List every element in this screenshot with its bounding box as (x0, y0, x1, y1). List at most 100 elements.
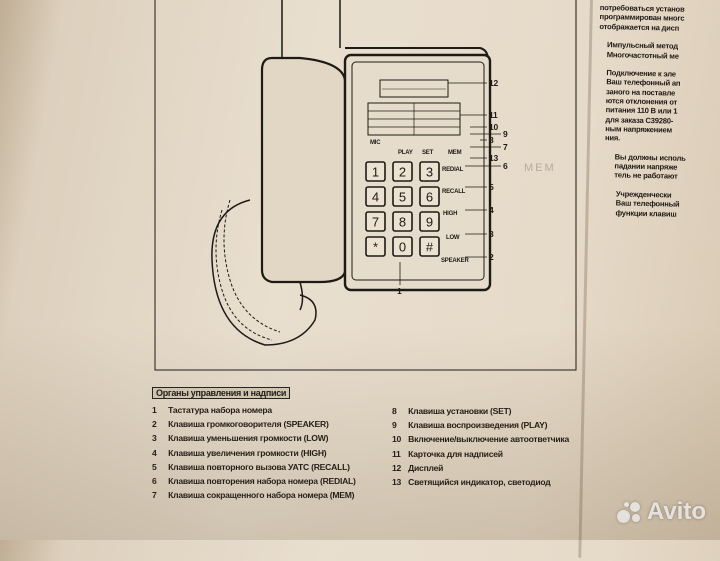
key-1 (365, 161, 386, 182)
key-label: 6 (426, 190, 433, 205)
key-label: 9 (426, 215, 433, 230)
key-label: 0 (399, 240, 406, 255)
callout-10: 10 (489, 122, 499, 132)
legend-item: 3 Клавиша уменьшения громкости (LOW) (152, 433, 328, 443)
legend-number: 2 (152, 419, 157, 430)
key-label: # (426, 240, 434, 255)
callout-4: 4 (489, 205, 494, 215)
legend-item: 13 Светящийся индикатор, светодиод (392, 477, 551, 487)
button-label-redial: REDIAL (442, 167, 464, 173)
legend-item: 1 Тастатура набора номера (152, 405, 272, 415)
right-page-line: Многочастотный ме (606, 49, 679, 61)
legend-title: Органы управления и надписи (152, 387, 291, 399)
legend-text: Карточка для надписей (408, 448, 503, 459)
button-label-speaker: SPEAKER (441, 258, 469, 264)
legend-number: 13 (392, 477, 402, 487)
curly-cord (211, 199, 317, 346)
legend-text: Клавиша увеличения громкости (HIGH) (168, 447, 327, 458)
legend-number: 5 (152, 461, 157, 472)
key-6 (419, 186, 440, 207)
key-label: 5 (399, 190, 406, 205)
callout-8: 8 (489, 135, 494, 145)
handset (260, 56, 347, 284)
key-label: 2 (399, 165, 406, 180)
button-label-play: PLAY (398, 150, 413, 156)
callout-5: 5 (489, 182, 494, 192)
legend-item: 2 Клавиша громкоговорителя (SPEAKER) (152, 419, 329, 429)
key-5 (392, 186, 413, 207)
legend-number: 8 (392, 406, 397, 416)
avito-watermark: Avito (616, 498, 706, 526)
legend-text: Клавиша громкоговорителя (SPEAKER) (168, 419, 329, 430)
legend-text: Дисплей (408, 462, 444, 473)
callout-6: 6 (503, 161, 508, 171)
legend-text: Светящийся индикатор, светодиод (408, 477, 551, 487)
key-label: 1 (372, 165, 379, 180)
legend-number: 10 (392, 434, 402, 445)
diagram-frame (154, 0, 577, 371)
key-# (419, 236, 440, 257)
button-label-mic: MIC (370, 140, 381, 146)
legend-item: 6 Клавиша повторения набора номера (REDI… (152, 476, 356, 486)
key-label: 3 (426, 165, 433, 180)
legend-number: 4 (152, 447, 157, 458)
key-4 (365, 186, 386, 207)
legend-text: Включение/выключение автоответчика (408, 434, 569, 445)
legend-number: 9 (392, 420, 397, 431)
key-0 (392, 236, 413, 257)
display (379, 79, 449, 98)
key-label: 7 (372, 215, 379, 230)
right-page-line: ния. (604, 133, 621, 143)
legend-number: 6 (152, 476, 157, 486)
avito-logo-icon (616, 500, 643, 524)
callout-9: 9 (503, 129, 508, 139)
legend-number: 12 (392, 462, 402, 473)
key-label: * (373, 240, 378, 255)
legend-item: 7 Клавиша сокращенного набора номера (ME… (152, 490, 355, 501)
legend-text: Клавиша повторного вызова УАТС (RECALL) (168, 461, 350, 472)
key-* (365, 236, 386, 257)
key-7 (365, 211, 386, 232)
legend-item: 8 Клавиша установки (SET) (392, 406, 512, 416)
key-3 (419, 161, 440, 182)
handwritten-note: MEM (524, 162, 556, 174)
legend-text: Клавиша повторения набора номера (REDIAL… (168, 476, 356, 486)
button-label-low: LOW (446, 235, 460, 241)
button-label-mem: MEM (448, 150, 462, 156)
avito-brand: Avito (646, 498, 706, 525)
legend-text: Клавиша уменьшения громкости (LOW) (168, 433, 329, 444)
legend-item: 12 Дисплей (392, 463, 443, 473)
key-label: 4 (372, 190, 379, 205)
legend-number: 1 (152, 405, 157, 415)
callout-7: 7 (503, 142, 508, 152)
right-page-line: отображается на дисп (599, 21, 680, 33)
legend-text: Клавиша установки (SET) (408, 406, 512, 416)
legend-number: 11 (392, 448, 401, 459)
key-8 (392, 211, 413, 232)
legend-item: 10 Включение/выключение автоответчика (392, 434, 569, 444)
right-page-line: функции клавиш (615, 207, 677, 219)
legend-number: 7 (152, 490, 157, 501)
key-label: 8 (399, 215, 406, 230)
legend-item: 5 Клавиша повторного вызова УАТС (RECALL… (152, 462, 350, 472)
key-9 (419, 211, 440, 232)
legend-item: 9 Клавиша воспроизведения (PLAY) (392, 420, 548, 431)
button-label-recall: RECALL (442, 189, 466, 195)
legend-number: 3 (152, 433, 157, 444)
callout-12: 12 (489, 78, 499, 88)
callout-2: 2 (489, 252, 494, 262)
button-label-high: HIGH (443, 211, 458, 217)
callout-13: 13 (489, 153, 499, 163)
legend-item: 11 Карточка для надписей (392, 449, 503, 459)
legend-item: 4 Клавиша увеличения громкости (HIGH) (152, 447, 327, 458)
right-page-line: тель не работают (614, 170, 678, 182)
key-2 (392, 161, 413, 182)
callout-3: 3 (489, 229, 494, 239)
legend-text: Клавиша воспроизведения (PLAY) (408, 420, 548, 431)
legend-text: Клавиша сокращенного набора номера (MEM) (168, 490, 355, 501)
legend-text: Тастатура набора номера (168, 405, 272, 415)
button-label-set: SET (422, 150, 434, 156)
callout-1: 1 (397, 286, 402, 296)
